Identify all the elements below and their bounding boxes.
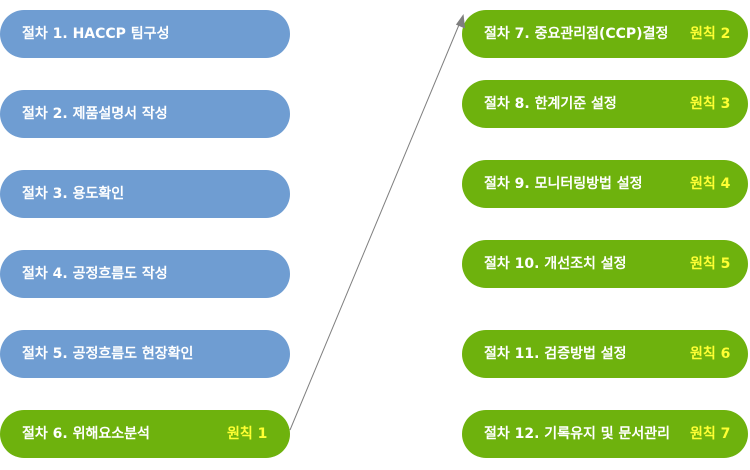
principle-5-label: 원칙 5 [690, 256, 731, 272]
step-9-box: 절차 9. 모니터링방법 설정 원칙 4 [462, 160, 748, 208]
step-7-box: 절차 7. 중요관리점(CCP)결정 원칙 2 [462, 10, 748, 58]
principle-2-label: 원칙 2 [690, 26, 731, 42]
principle-1-label: 원칙 1 [227, 426, 268, 442]
step-11-box: 절차 11. 검증방법 설정 원칙 6 [462, 330, 748, 378]
step-4-label: 절차 4. 공정흐름도 작성 [22, 266, 168, 282]
step-8-box: 절차 8. 한계기준 설정 원칙 3 [462, 80, 748, 128]
principle-6-label: 원칙 6 [690, 346, 731, 362]
step-6-label: 절차 6. 위해요소분석 [22, 426, 150, 442]
arrow-line [289, 19, 462, 431]
principle-7-label: 원칙 7 [690, 426, 731, 442]
step-5-label: 절차 5. 공정흐름도 현장확인 [22, 346, 194, 362]
step-9-label: 절차 9. 모니터링방법 설정 [484, 176, 643, 192]
step-10-box: 절차 10. 개선조치 설정 원칙 5 [462, 240, 748, 288]
step-6-box: 절차 6. 위해요소분석 원칙 1 [0, 410, 290, 458]
principle-3-label: 원칙 3 [690, 96, 731, 112]
step-11-label: 절차 11. 검증방법 설정 [484, 346, 627, 362]
step-8-label: 절차 8. 한계기준 설정 [484, 96, 617, 112]
step-12-label: 절차 12. 기록유지 및 문서관리 [484, 426, 670, 442]
step-10-label: 절차 10. 개선조치 설정 [484, 256, 627, 272]
step-2-label: 절차 2. 제품설명서 작성 [22, 106, 168, 122]
step-7-label: 절차 7. 중요관리점(CCP)결정 [484, 26, 669, 42]
step-12-box: 절차 12. 기록유지 및 문서관리 원칙 7 [462, 410, 748, 458]
step-3-box: 절차 3. 용도확인 [0, 170, 290, 218]
step-2-box: 절차 2. 제품설명서 작성 [0, 90, 290, 138]
step-3-label: 절차 3. 용도확인 [22, 186, 125, 202]
step-5-box: 절차 5. 공정흐름도 현장확인 [0, 330, 290, 378]
step-4-box: 절차 4. 공정흐름도 작성 [0, 250, 290, 298]
step-1-box: 절차 1. HACCP 팀구성 [0, 10, 290, 58]
step-1-label: 절차 1. HACCP 팀구성 [22, 26, 170, 42]
principle-4-label: 원칙 4 [690, 176, 731, 192]
